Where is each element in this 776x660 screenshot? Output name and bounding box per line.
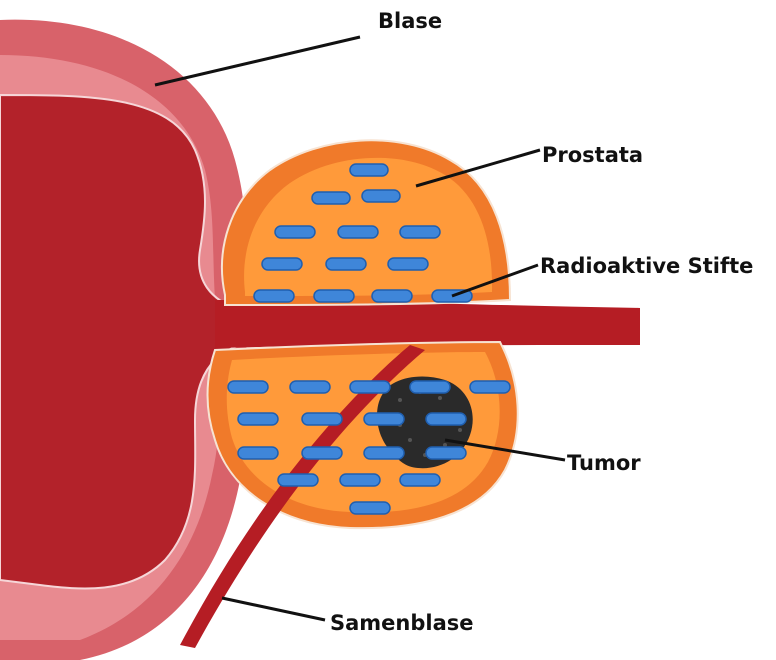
seed-icon [326,258,366,270]
seed-icon [362,190,400,202]
seed-icon [410,381,450,393]
seed-icon [302,413,342,425]
bladder-leader-line [155,37,360,85]
urethra [215,300,640,348]
seed-icon [340,474,380,486]
seed-icon [426,413,466,425]
seed-icon [400,474,440,486]
seed-icon [350,381,390,393]
seeds-label: Radioaktive Stifte [540,254,753,278]
seed-icon [238,447,278,459]
seed-icon [228,381,268,393]
seed-icon [372,290,412,302]
seed-icon [262,258,302,270]
seed-icon [254,290,294,302]
seed-icon [388,258,428,270]
seed-icon [314,290,354,302]
seed-icon [338,226,378,238]
seed-icon [400,226,440,238]
seed-icon [275,226,315,238]
seed-icon [426,447,466,459]
seminal-vesicle-label: Samenblase [330,611,474,635]
seed-icon [350,502,390,514]
seminal-vesicle-leader-line [222,598,325,620]
seed-icon [238,413,278,425]
seed-icon [302,447,342,459]
seed-icon [364,447,404,459]
tumor-label: Tumor [567,451,641,475]
bladder-label: Blase [378,9,442,33]
prostate-label: Prostata [542,143,643,167]
seed-icon [278,474,318,486]
seed-icon [470,381,510,393]
seed-icon [312,192,350,204]
seed-icon [290,381,330,393]
seed-icon [350,164,388,176]
seed-icon [364,413,404,425]
